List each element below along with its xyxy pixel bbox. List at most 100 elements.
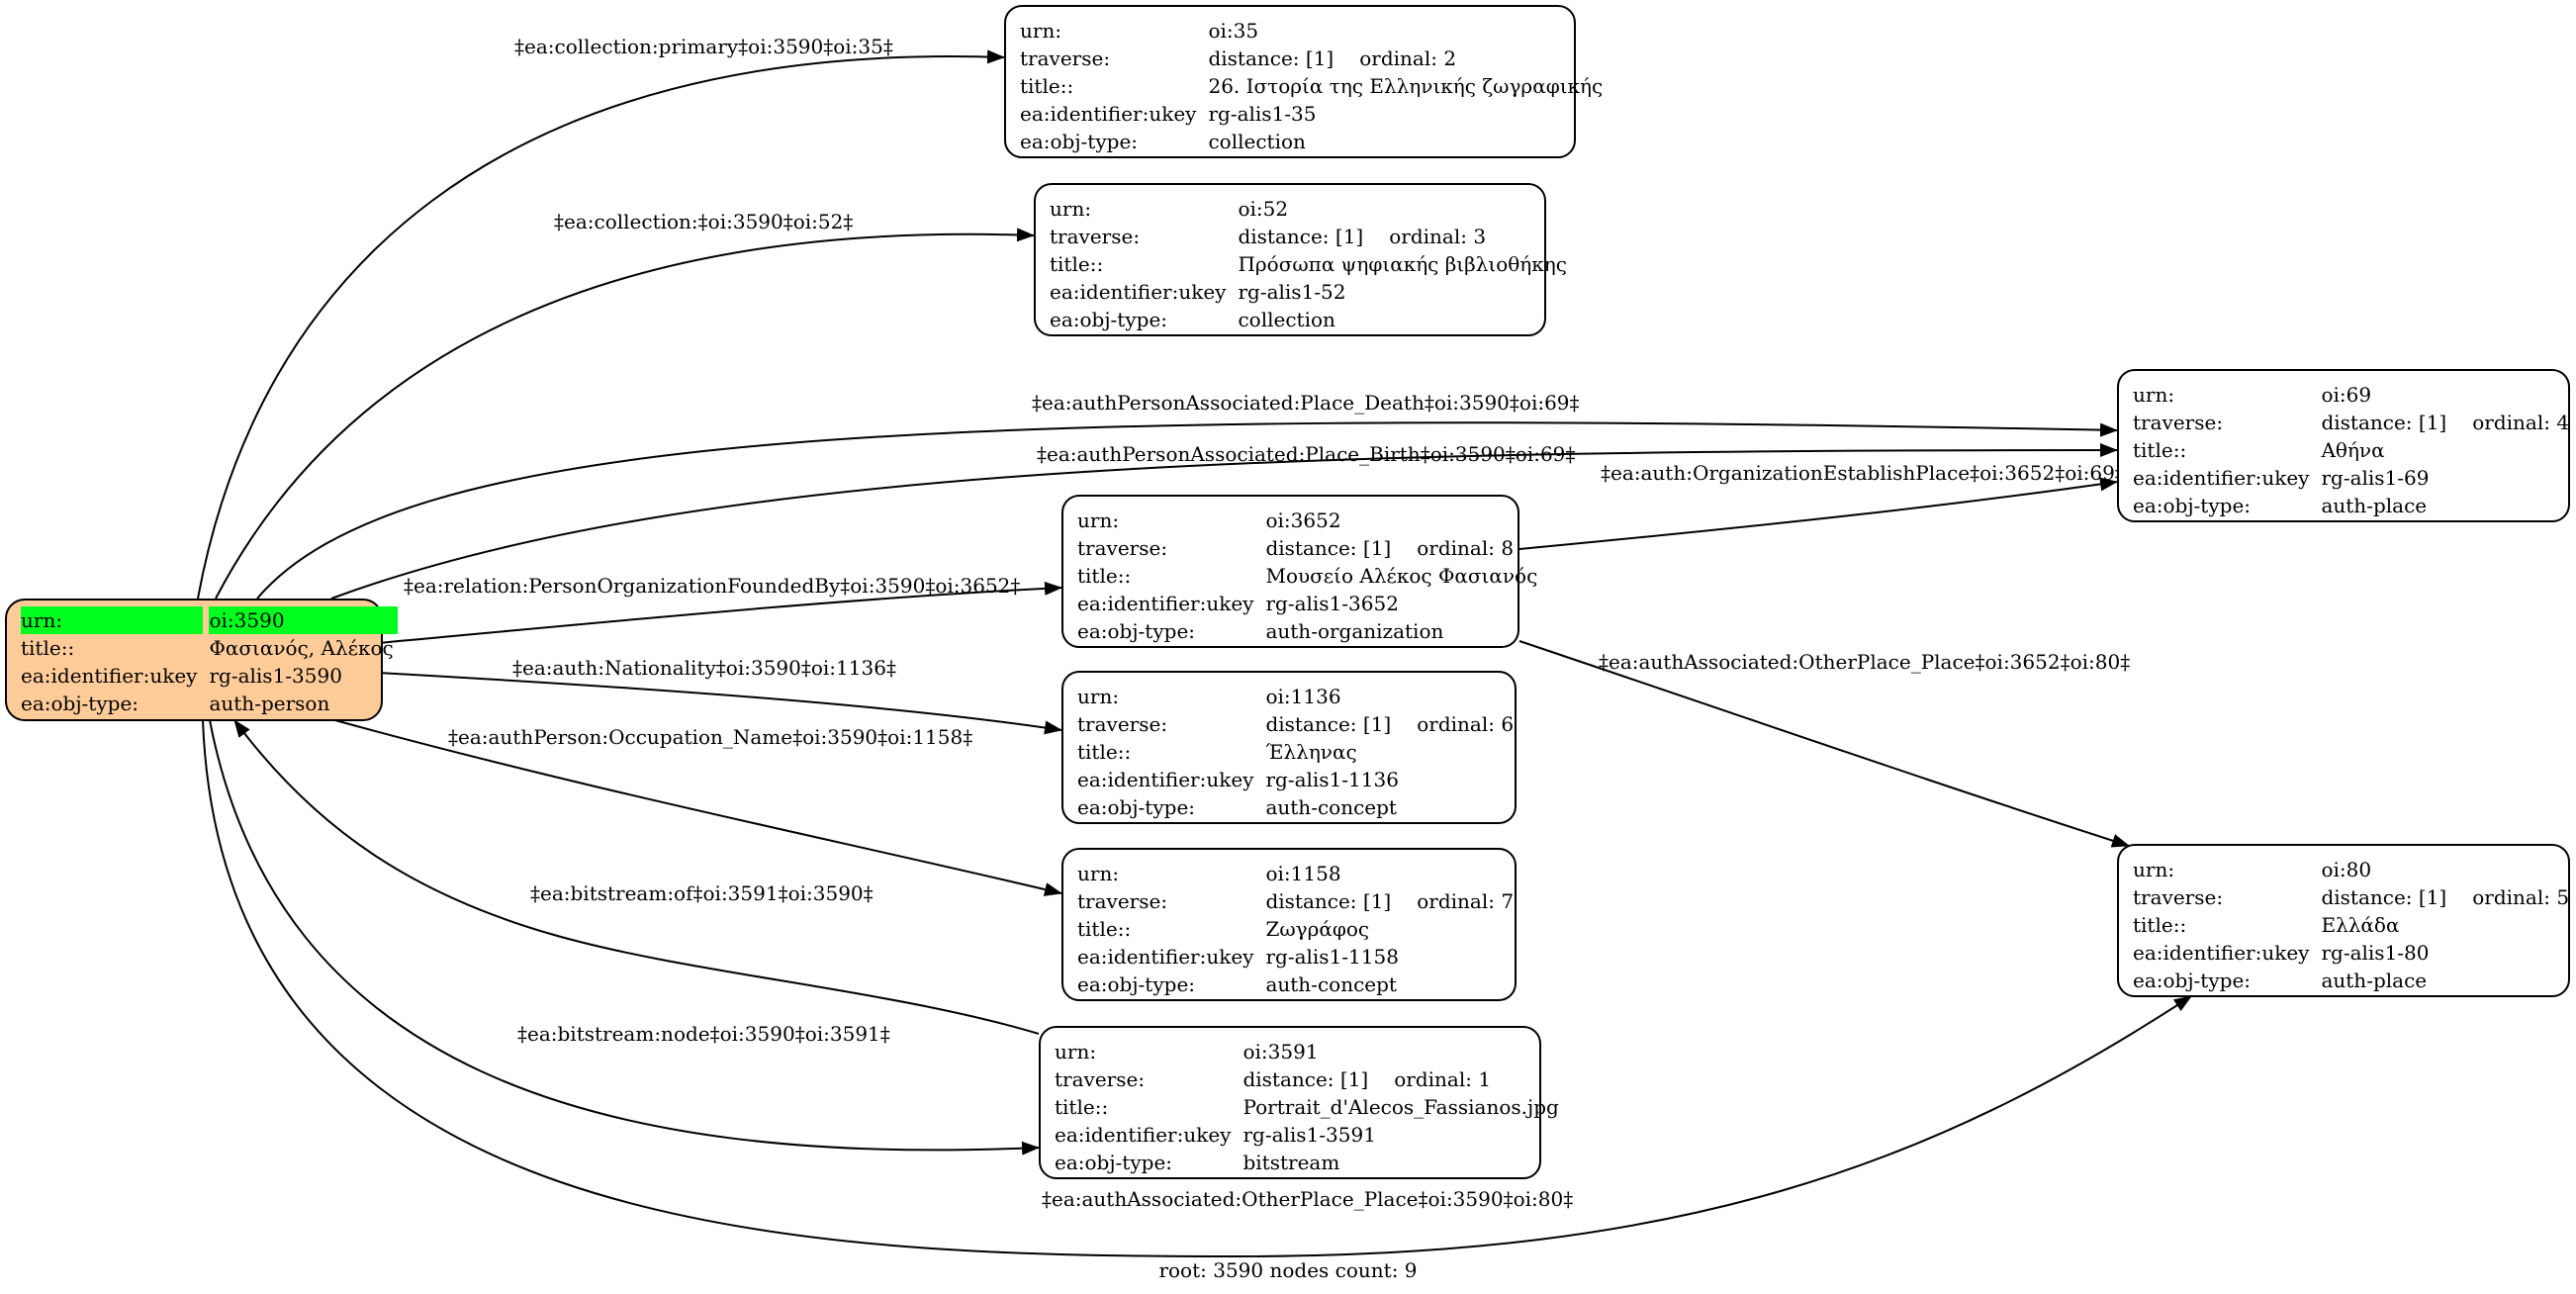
key-title: title::: [1077, 564, 1132, 588]
value-title: Μουσείο Αλέκος Φασιανός: [1265, 564, 1538, 588]
key-objtype: ea:obj-type:: [1077, 795, 1196, 819]
value-ukey: rg-alis1-3652: [1265, 592, 1399, 615]
value-title: 26. Ιστορία της Ελληνικής ζωγραφικής: [1208, 74, 1604, 98]
value-ukey: rg-alis1-80: [2321, 941, 2430, 965]
value-objtype: auth-place: [2321, 494, 2428, 517]
value-urn: oi:69: [2321, 383, 2372, 407]
key-title: title::: [2133, 913, 2187, 937]
value-objtype: collection: [1208, 130, 1306, 153]
edge-label-bitstream-node: ‡ea:bitstream:node‡oi:3590‡oi:3591‡: [517, 1022, 890, 1046]
edge-org-founded: [377, 581, 1062, 644]
node-oi-69[interactable]: urn:oi:69 traverse:distance: [1]ordinal:…: [2117, 369, 2570, 522]
value-distance: distance: [1]: [1265, 536, 1392, 560]
root-row-objtype: ea:obj-type: auth-person: [21, 690, 398, 717]
node-oi-35[interactable]: urn:oi:35 traverse:distance: [1]ordinal:…: [1004, 5, 1603, 158]
node-table: urn:oi:3652 traverse:distance: [1]ordina…: [1077, 507, 1541, 645]
node-oi-80[interactable]: urn:oi:80 traverse:distance: [1]ordinal:…: [2117, 844, 2570, 997]
node-oi-3652[interactable]: urn:oi:3652 traverse:distance: [1]ordina…: [1061, 495, 1537, 648]
row-value: Φασιανός, Αλέκος: [209, 636, 394, 660]
value-ordinal: ordinal: 3: [1389, 225, 1487, 248]
key-ukey: ea:identifier:ukey: [2133, 941, 2310, 965]
root-node[interactable]: urn: oi:3590 title:: Φασιανός, Αλέκος ea…: [5, 599, 398, 721]
key-objtype: ea:obj-type:: [1077, 619, 1196, 643]
row-key: urn:: [21, 606, 210, 634]
value-objtype: auth-organization: [1265, 619, 1444, 643]
value-ukey: rg-alis1-1136: [1265, 768, 1399, 791]
edge-bitstream-of: [233, 719, 1040, 1035]
key-title: title::: [1077, 917, 1132, 941]
node-oi-52[interactable]: urn:oi:52 traverse:distance: [1]ordinal:…: [1034, 183, 1567, 336]
value-ordinal: ordinal: 6: [1417, 712, 1515, 736]
key-traverse: traverse:: [1050, 225, 1141, 248]
value-objtype: auth-place: [2321, 969, 2428, 992]
value-distance: distance: [1]: [1242, 1067, 1369, 1091]
value-title: Ελλάδα: [2321, 913, 2400, 937]
key-urn: urn:: [1055, 1040, 1097, 1063]
key-objtype: ea:obj-type:: [1055, 1151, 1173, 1174]
value-ukey: rg-alis1-52: [1238, 280, 1346, 304]
root-row-urn: urn: oi:3590: [21, 606, 398, 634]
value-title: Αθήνα: [2321, 438, 2385, 462]
root-row-ukey: ea:identifier:ukey rg-alis1-3590: [21, 662, 398, 690]
root-node-table: urn: oi:3590 title:: Φασιανός, Αλέκος ea…: [21, 606, 398, 717]
key-objtype: ea:obj-type:: [1077, 972, 1196, 996]
node-oi-3591[interactable]: urn:oi:3591 traverse:distance: [1]ordina…: [1039, 1026, 1559, 1179]
key-traverse: traverse:: [1055, 1067, 1146, 1091]
value-distance: distance: [1]: [1208, 46, 1334, 70]
value-ukey: rg-alis1-1158: [1265, 945, 1399, 969]
row-key: ea:identifier:ukey: [21, 664, 198, 688]
row-value: auth-person: [209, 692, 330, 715]
key-urn: urn:: [1050, 197, 1092, 221]
value-ordinal: ordinal: 2: [1359, 46, 1457, 70]
edge-collection-primary: [197, 49, 1005, 600]
value-urn: oi:1136: [1265, 685, 1341, 708]
key-objtype: ea:obj-type:: [1050, 308, 1168, 331]
edge-label-org-establish: ‡ea:auth:OrganizationEstablishPlace‡oi:3…: [1601, 461, 2125, 485]
key-objtype: ea:obj-type:: [2133, 494, 2252, 517]
node-oi-1136[interactable]: urn:oi:1136 traverse:distance: [1]ordina…: [1061, 671, 1517, 824]
value-distance: distance: [1]: [1238, 225, 1364, 248]
value-title: Portrait_d'Alecos_Fassianos.jpg: [1242, 1095, 1559, 1119]
edge-place-death: [256, 421, 2118, 600]
edge-label-nationality: ‡ea:auth:Nationality‡oi:3590‡oi:1136‡: [512, 656, 896, 680]
edge-label-org-otherplace: ‡ea:authAssociated:OtherPlace_Place‡oi:3…: [1599, 650, 2130, 674]
key-urn: urn:: [2133, 383, 2175, 407]
value-ordinal: ordinal: 4: [2472, 411, 2570, 434]
node-table: urn:oi:52 traverse:distance: [1]ordinal:…: [1050, 195, 1571, 333]
node-table: urn:oi:35 traverse:distance: [1]ordinal:…: [1020, 17, 1607, 155]
value-urn: oi:35: [1208, 19, 1259, 43]
value-urn: oi:1158: [1265, 862, 1341, 885]
edge-label-collection-primary: ‡ea:collection:primary‡oi:3590‡oi:35‡: [514, 35, 893, 58]
node-table: urn:oi:1158 traverse:distance: [1]ordina…: [1077, 860, 1518, 998]
key-traverse: traverse:: [2133, 411, 2224, 434]
key-urn: urn:: [1077, 862, 1120, 885]
value-objtype: auth-concept: [1265, 972, 1397, 996]
key-objtype: ea:obj-type:: [2133, 969, 2252, 992]
key-title: title::: [2133, 438, 2187, 462]
edge-label-person-otherplace: ‡ea:authAssociated:OtherPlace_Place‡oi:3…: [1042, 1187, 1573, 1211]
value-distance: distance: [1]: [2321, 885, 2447, 909]
value-ukey: rg-alis1-35: [1208, 102, 1317, 126]
node-oi-1158[interactable]: urn:oi:1158 traverse:distance: [1]ordina…: [1061, 848, 1517, 1001]
row-key: title::: [21, 636, 75, 660]
edge-bitstream-node: [209, 719, 1040, 1155]
value-distance: distance: [1]: [1265, 889, 1392, 913]
edge-org-otherplace: [1518, 640, 2130, 848]
key-traverse: traverse:: [1077, 889, 1168, 913]
key-ukey: ea:identifier:ukey: [2133, 466, 2310, 490]
value-ukey: rg-alis1-3591: [1242, 1123, 1376, 1147]
key-title: title::: [1077, 740, 1132, 764]
graph-footer: root: 3590 nodes count: 9: [1158, 1258, 1418, 1282]
edge-label-org-founded: ‡ea:relation:PersonOrganizationFoundedBy…: [404, 574, 1020, 598]
key-ukey: ea:identifier:ukey: [1020, 102, 1197, 126]
row-value: oi:3590: [209, 606, 398, 634]
node-table: urn:oi:69 traverse:distance: [1]ordinal:…: [2133, 381, 2573, 519]
value-title: Ζωγράφος: [1265, 917, 1370, 941]
key-urn: urn:: [1077, 685, 1120, 708]
edge-label-bitstream-of: ‡ea:bitstream:of‡oi:3591‡oi:3590‡: [530, 881, 874, 905]
value-ukey: rg-alis1-69: [2321, 466, 2430, 490]
value-distance: distance: [1]: [1265, 712, 1392, 736]
value-ordinal: ordinal: 5: [2472, 885, 2570, 909]
key-traverse: traverse:: [1020, 46, 1111, 70]
